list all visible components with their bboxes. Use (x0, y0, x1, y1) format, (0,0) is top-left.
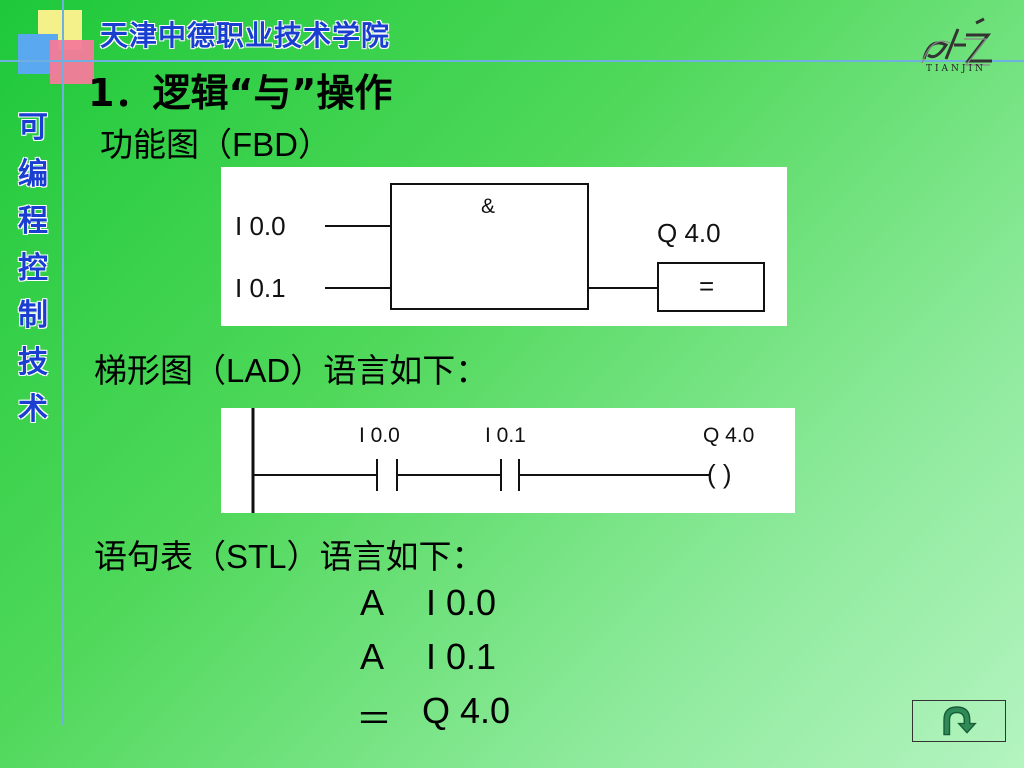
fbd-diagram: I 0.0 I 0.1 & Q 4.0 = (221, 167, 787, 326)
sidebar-title-char: 控 (18, 251, 48, 286)
and-gate-box (390, 183, 589, 310)
stl-operator: A (360, 636, 385, 677)
fbd-input-label: I 0.1 (235, 273, 286, 303)
lad-coil: ( ) (707, 459, 732, 489)
sidebar-title-char: 编 (18, 157, 48, 192)
return-arrow-icon (943, 706, 977, 736)
school-logo-icon (921, 17, 992, 66)
assign-symbol: = (699, 271, 714, 301)
stl-operand: I 0.0 (426, 582, 497, 623)
and-gate-symbol: & (481, 195, 495, 218)
sidebar-title-char: 可 (18, 110, 48, 145)
stl-operand: Q 4.0 (422, 690, 511, 731)
fbd-input-label: I 0.0 (235, 211, 286, 241)
fbd-label: 功能图（FBD） (100, 125, 331, 164)
lad-contact-label: I 0.0 (359, 424, 400, 447)
fbd-output-label: Q 4.0 (657, 218, 721, 248)
sidebar-title-char: 程 (18, 204, 48, 239)
lad-label: 梯形图（LAD）语言如下： (94, 351, 489, 390)
lad-diagram: I 0.0 I 0.1 Q 4.0 ( ) (221, 408, 795, 513)
stl-operator: ＝ (356, 698, 393, 739)
sidebar-title-char: 制 (18, 298, 48, 333)
header-divider (0, 60, 1024, 62)
stl-operator: A (360, 582, 385, 623)
slide-heading: 1．逻辑“与”操作 (88, 71, 393, 115)
sidebar-vertical-title: 可 编 程 控 制 技 术 (16, 104, 50, 433)
stl-operand: I 0.1 (426, 636, 497, 677)
stl-label: 语句表（STL）语言如下： (94, 537, 485, 576)
decor-square-pink (50, 40, 94, 84)
sidebar-divider (62, 0, 64, 725)
return-button[interactable] (912, 700, 1006, 742)
sidebar-title-char: 技 (18, 345, 48, 380)
logo-caption: TIANJIN (926, 64, 986, 74)
lad-coil-label: Q 4.0 (703, 424, 754, 447)
assign-box (657, 262, 765, 312)
school-name: 天津中德职业技术学院 (100, 19, 391, 52)
sidebar-title-char: 术 (18, 392, 48, 427)
lad-contact-label: I 0.1 (485, 424, 526, 447)
